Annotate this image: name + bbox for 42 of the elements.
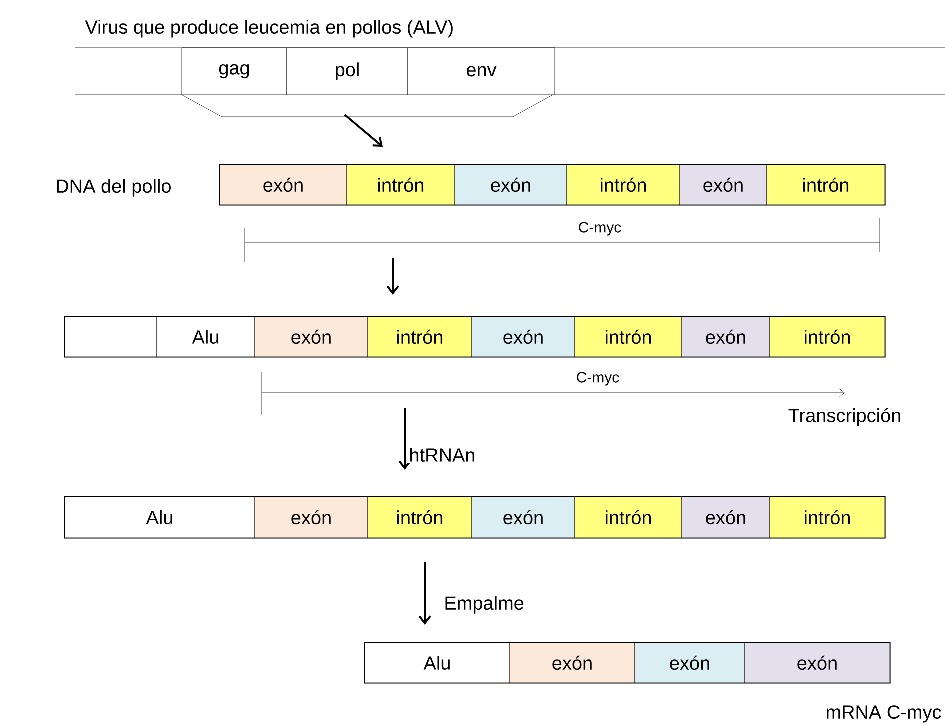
- gene-segment: exón: [680, 164, 768, 206]
- gene-segment: exón: [454, 164, 568, 206]
- gene-segment: pol: [286, 48, 408, 96]
- heading: Virus que produce leucemia en pollos (ALV): [85, 20, 453, 38]
- gene-segment: intrón: [346, 164, 456, 206]
- gene-segment: intrón: [368, 496, 472, 538]
- arrow: [344, 114, 383, 147]
- gene-segment: intrón: [574, 316, 682, 358]
- gene-segment: env: [408, 48, 556, 96]
- strand-label: DNA del pollo: [57, 179, 171, 197]
- gene-segment: Alu: [64, 496, 256, 538]
- gene-segment: Alu: [364, 642, 510, 684]
- strand: [64, 496, 886, 539]
- arrow: [386, 258, 400, 295]
- gene-segment: exón: [220, 164, 348, 206]
- span-label: C-myc: [577, 372, 620, 386]
- gene-segment: intrón: [368, 316, 472, 358]
- arrow: [398, 408, 412, 470]
- strand-label: mRNA C-myc: [826, 706, 942, 723]
- gene-segment: intrón: [566, 164, 680, 206]
- span-label: C-myc: [579, 222, 622, 236]
- edge-label: htRNAn: [408, 447, 477, 463]
- gene-segment: gag: [182, 48, 288, 96]
- strand: [64, 316, 886, 358]
- gene-segment: intrón: [766, 164, 886, 206]
- gene-segment: exón: [254, 496, 368, 538]
- gene-segment: exón: [510, 642, 636, 684]
- gene-segment: exón: [254, 316, 368, 358]
- edge-label: Empalme: [443, 595, 526, 615]
- arrow: [418, 562, 432, 625]
- gene-segment: exón: [682, 316, 770, 358]
- gene-segment: exón: [744, 642, 890, 684]
- gene-segment: exón: [682, 496, 770, 538]
- gene-segment: [64, 316, 158, 358]
- gene-segment: Alu: [156, 316, 256, 358]
- gene-segment: exón: [472, 316, 576, 358]
- gene-segment: exón: [634, 642, 746, 684]
- gene-segment: exón: [472, 496, 576, 538]
- gene-segment: intrón: [770, 496, 886, 538]
- gene-segment: intrón: [770, 316, 886, 358]
- span-label: Transcripción: [788, 408, 900, 426]
- gene-segment: intrón: [574, 496, 682, 538]
